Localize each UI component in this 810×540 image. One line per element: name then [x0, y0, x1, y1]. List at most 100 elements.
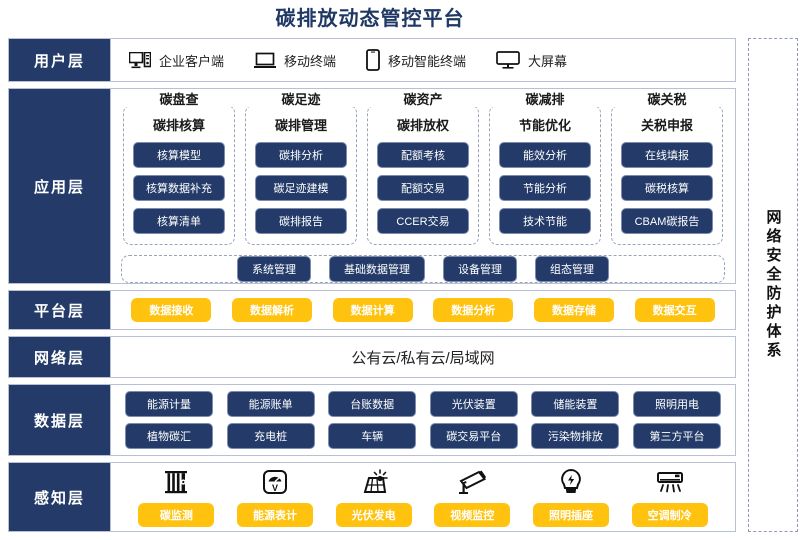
app-item-button[interactable]: 碳排报告 [255, 208, 347, 234]
app-column-carbon-footprint: 碳足迹 碳排管理 碳排分析 碳足迹建模 碳排报告 [245, 93, 357, 245]
perception-item-label[interactable]: 光伏发电 [335, 503, 412, 527]
large-screen-icon [496, 51, 520, 69]
page-title: 碳排放动态管控平台 [275, 8, 465, 30]
perception-item-lighting-socket[interactable]: 照明插座 [532, 467, 609, 527]
data-row: 能源计量 能源账单 台账数据 光伏装置 储能装置 照明用电 [125, 391, 721, 417]
data-item-button[interactable]: 植物碳汇 [125, 423, 213, 449]
platform-items: 数据接收 数据解析 数据计算 数据分析 数据存储 数据交互 [111, 298, 735, 322]
platform-item-button[interactable]: 数据存储 [533, 298, 614, 322]
data-item-button[interactable]: 碳交易平台 [429, 423, 518, 449]
perception-item-label[interactable]: 能源表计 [236, 503, 313, 527]
data-item-button[interactable]: 储能装置 [531, 391, 620, 417]
user-item-smart-mobile-terminal[interactable]: 移动智能终端 [366, 49, 466, 71]
perception-item-energy-meter[interactable]: V 能源表计 [236, 467, 313, 527]
app-column-header: 碳足迹 [245, 93, 357, 107]
laptop-icon [254, 52, 277, 69]
data-row: 植物碳汇 充电桩 车辆 碳交易平台 污染物排放 第三方平台 [125, 423, 721, 449]
light-bulb-icon [559, 467, 583, 497]
data-item-button[interactable]: 车辆 [328, 423, 417, 449]
perception-item-label[interactable]: 碳监测 [138, 503, 215, 527]
security-band-label: 网络安全防护体系 [764, 209, 782, 361]
app-column-carbon-reduction: 碳减排 节能优化 能效分析 节能分析 技术节能 [489, 93, 601, 245]
layer-label-network: 网络层 [9, 337, 111, 377]
management-item-button[interactable]: 组态管理 [535, 256, 609, 282]
data-item-button[interactable]: 光伏装置 [429, 391, 518, 417]
perception-item-label[interactable]: 照明插座 [532, 503, 609, 527]
app-item-button[interactable]: 能效分析 [499, 142, 591, 168]
application-management-group: 系统管理 基础数据管理 设备管理 组态管理 [121, 255, 725, 283]
app-group-title: 节能优化 [518, 118, 571, 133]
app-column-header: 碳资产 [367, 93, 479, 107]
data-item-button[interactable]: 污染物排放 [531, 423, 620, 449]
svg-text:V: V [272, 483, 278, 493]
perception-items: 碳监测 V 能源表计 [111, 467, 735, 527]
layer-body-user: 企业客户端 移动终端 [111, 39, 735, 81]
app-item-button[interactable]: 节能分析 [499, 175, 591, 201]
app-group-title: 碳排核算 [152, 118, 205, 133]
platform-item-button[interactable]: 数据计算 [332, 298, 413, 322]
app-item-button[interactable]: 配额考核 [377, 142, 469, 168]
air-conditioner-icon [655, 467, 685, 497]
app-column-carbon-asset: 碳资产 碳排放权 配额考核 配额交易 CCER交易 [367, 93, 479, 245]
layer-label-user: 用户层 [9, 39, 111, 81]
app-group: 关税申报 在线填报 碳税核算 CBAM碳报告 [611, 105, 723, 245]
platform-item-button[interactable]: 数据交互 [634, 298, 715, 322]
app-item-button[interactable]: 在线填报 [621, 142, 713, 168]
user-item-large-screen[interactable]: 大屏幕 [496, 51, 567, 70]
data-item-button[interactable]: 能源账单 [226, 391, 315, 417]
platform-item-button[interactable]: 数据分析 [433, 298, 514, 322]
user-item-label: 大屏幕 [528, 53, 568, 69]
user-items: 企业客户端 移动终端 [111, 49, 735, 71]
perception-item-label[interactable]: 空调制冷 [631, 503, 708, 527]
layer-perception: 感知层 [8, 462, 736, 532]
app-item-button[interactable]: 配额交易 [377, 175, 469, 201]
layer-data: 数据层 能源计量 能源账单 台账数据 光伏装置 储能装置 照明用电 植物碳汇 充… [8, 384, 736, 456]
security-band: 网络安全防护体系 [748, 38, 798, 532]
layer-body-network: 公有云/私有云/局域网 [111, 337, 735, 377]
app-item-button[interactable]: CCER交易 [377, 208, 469, 234]
application-columns: 碳盘查 碳排核算 核算模型 核算数据补充 核算清单 碳足迹 碳排管理 碳排分析 … [121, 93, 725, 245]
app-column-header: 碳减排 [489, 93, 601, 107]
app-group: 碳排放权 配额考核 配额交易 CCER交易 [367, 105, 479, 245]
data-item-button[interactable]: 台账数据 [328, 391, 417, 417]
data-item-button[interactable]: 第三方平台 [632, 423, 721, 449]
data-item-button[interactable]: 能源计量 [125, 391, 213, 417]
app-item-button[interactable]: 碳税核算 [621, 175, 713, 201]
perception-item-carbon-monitor[interactable]: 碳监测 [138, 467, 215, 527]
data-item-button[interactable]: 充电桩 [226, 423, 315, 449]
perception-item-air-conditioning[interactable]: 空调制冷 [631, 467, 708, 527]
user-item-label: 移动终端 [284, 53, 337, 69]
data-item-button[interactable]: 照明用电 [632, 391, 721, 417]
user-item-enterprise-client[interactable]: 企业客户端 [129, 51, 224, 70]
layer-body-data: 能源计量 能源账单 台账数据 光伏装置 储能装置 照明用电 植物碳汇 充电桩 车… [111, 385, 735, 455]
management-item-button[interactable]: 设备管理 [443, 256, 517, 282]
layer-label-platform: 平台层 [9, 291, 111, 329]
app-group-title: 碳排管理 [274, 118, 327, 133]
user-item-mobile-terminal[interactable]: 移动终端 [254, 51, 336, 70]
app-item-button[interactable]: 核算数据补充 [133, 175, 225, 201]
management-item-button[interactable]: 基础数据管理 [329, 256, 425, 282]
perception-item-label[interactable]: 视频监控 [434, 503, 511, 527]
app-item-button[interactable]: 碳排分析 [255, 142, 347, 168]
app-item-button[interactable]: 技术节能 [499, 208, 591, 234]
app-column-carbon-inventory: 碳盘查 碳排核算 核算模型 核算数据补充 核算清单 [123, 93, 235, 245]
energy-meter-icon: V [262, 467, 288, 497]
desktop-tower-icon [129, 51, 151, 69]
app-column-header: 碳盘查 [123, 93, 235, 107]
perception-item-solar-power[interactable]: 光伏发电 [335, 467, 412, 527]
app-item-button[interactable]: 碳足迹建模 [255, 175, 347, 201]
perception-item-video-surveillance[interactable]: 视频监控 [434, 467, 511, 527]
app-item-button[interactable]: CBAM碳报告 [621, 208, 713, 234]
layer-label-data: 数据层 [9, 385, 111, 455]
layer-body-perception: 碳监测 V 能源表计 [111, 463, 735, 531]
app-item-button[interactable]: 核算模型 [133, 142, 225, 168]
platform-item-button[interactable]: 数据解析 [231, 298, 312, 322]
management-item-button[interactable]: 系统管理 [237, 256, 311, 282]
platform-item-button[interactable]: 数据接收 [131, 298, 212, 322]
user-item-label: 移动智能终端 [388, 53, 467, 69]
layer-body-platform: 数据接收 数据解析 数据计算 数据分析 数据存储 数据交互 [111, 291, 735, 329]
layer-body-application: 碳盘查 碳排核算 核算模型 核算数据补充 核算清单 碳足迹 碳排管理 碳排分析 … [111, 89, 735, 283]
app-item-button[interactable]: 核算清单 [133, 208, 225, 234]
app-group: 碳排核算 核算模型 核算数据补充 核算清单 [123, 105, 235, 245]
